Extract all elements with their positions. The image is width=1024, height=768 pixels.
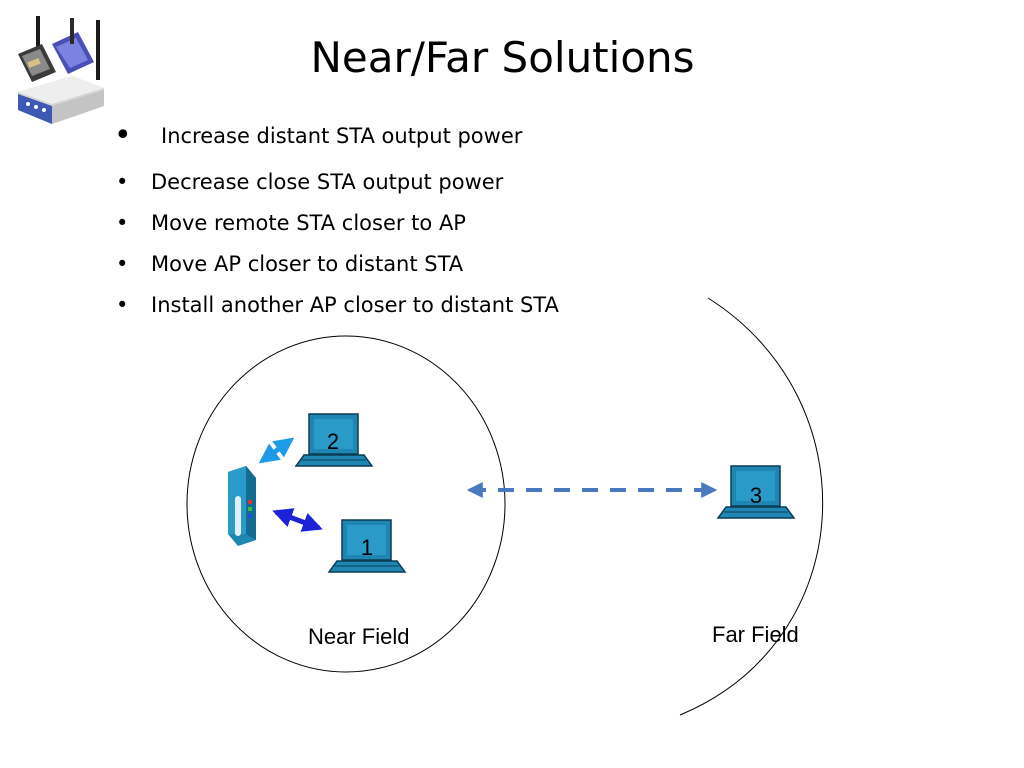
bullet-text: Increase distant STA output power [161, 124, 523, 148]
station-label: 1 [360, 535, 374, 560]
bullet-text: Move AP closer to distant STA [151, 252, 464, 276]
far-field-label: Far Field [712, 622, 799, 647]
station-label: 3 [749, 483, 763, 508]
bullet-item: • Move AP closer to distant STA [112, 244, 559, 285]
bullet-item: • Decrease close STA output power [112, 162, 559, 203]
bullet-text: Install another AP closer to distant STA [151, 293, 559, 317]
near-field-label: Near Field [308, 624, 410, 649]
bullet-marker: • [114, 118, 132, 153]
laptop-icon [294, 413, 374, 467]
bullet-text: Decrease close STA output power [151, 170, 504, 194]
bullet-marker: • [116, 252, 129, 276]
bullet-marker: • [116, 293, 129, 317]
slide-title: Near/Far Solutions [310, 33, 695, 82]
wireless-router-icon [18, 16, 104, 124]
laptop-icon [327, 519, 407, 573]
station-label: 2 [326, 429, 340, 454]
bullet-marker: • [116, 211, 129, 235]
access-point-icon [228, 466, 256, 546]
laptop-icon [716, 465, 796, 519]
link-ap-to-station-1 [272, 508, 323, 532]
link-ap-to-station-2 [258, 437, 295, 464]
bullet-item: • Install another AP closer to distant S… [112, 285, 559, 326]
far-field-boundary [679, 297, 824, 716]
bullet-item: • Move remote STA closer to AP [112, 203, 559, 244]
bullet-marker: • [116, 170, 129, 194]
bullet-item: • Increase distant STA output power [112, 114, 559, 162]
bullet-list: • Increase distant STA output power • De… [112, 114, 559, 326]
near-field-boundary [186, 335, 506, 673]
bullet-text: Move remote STA closer to AP [151, 211, 466, 235]
